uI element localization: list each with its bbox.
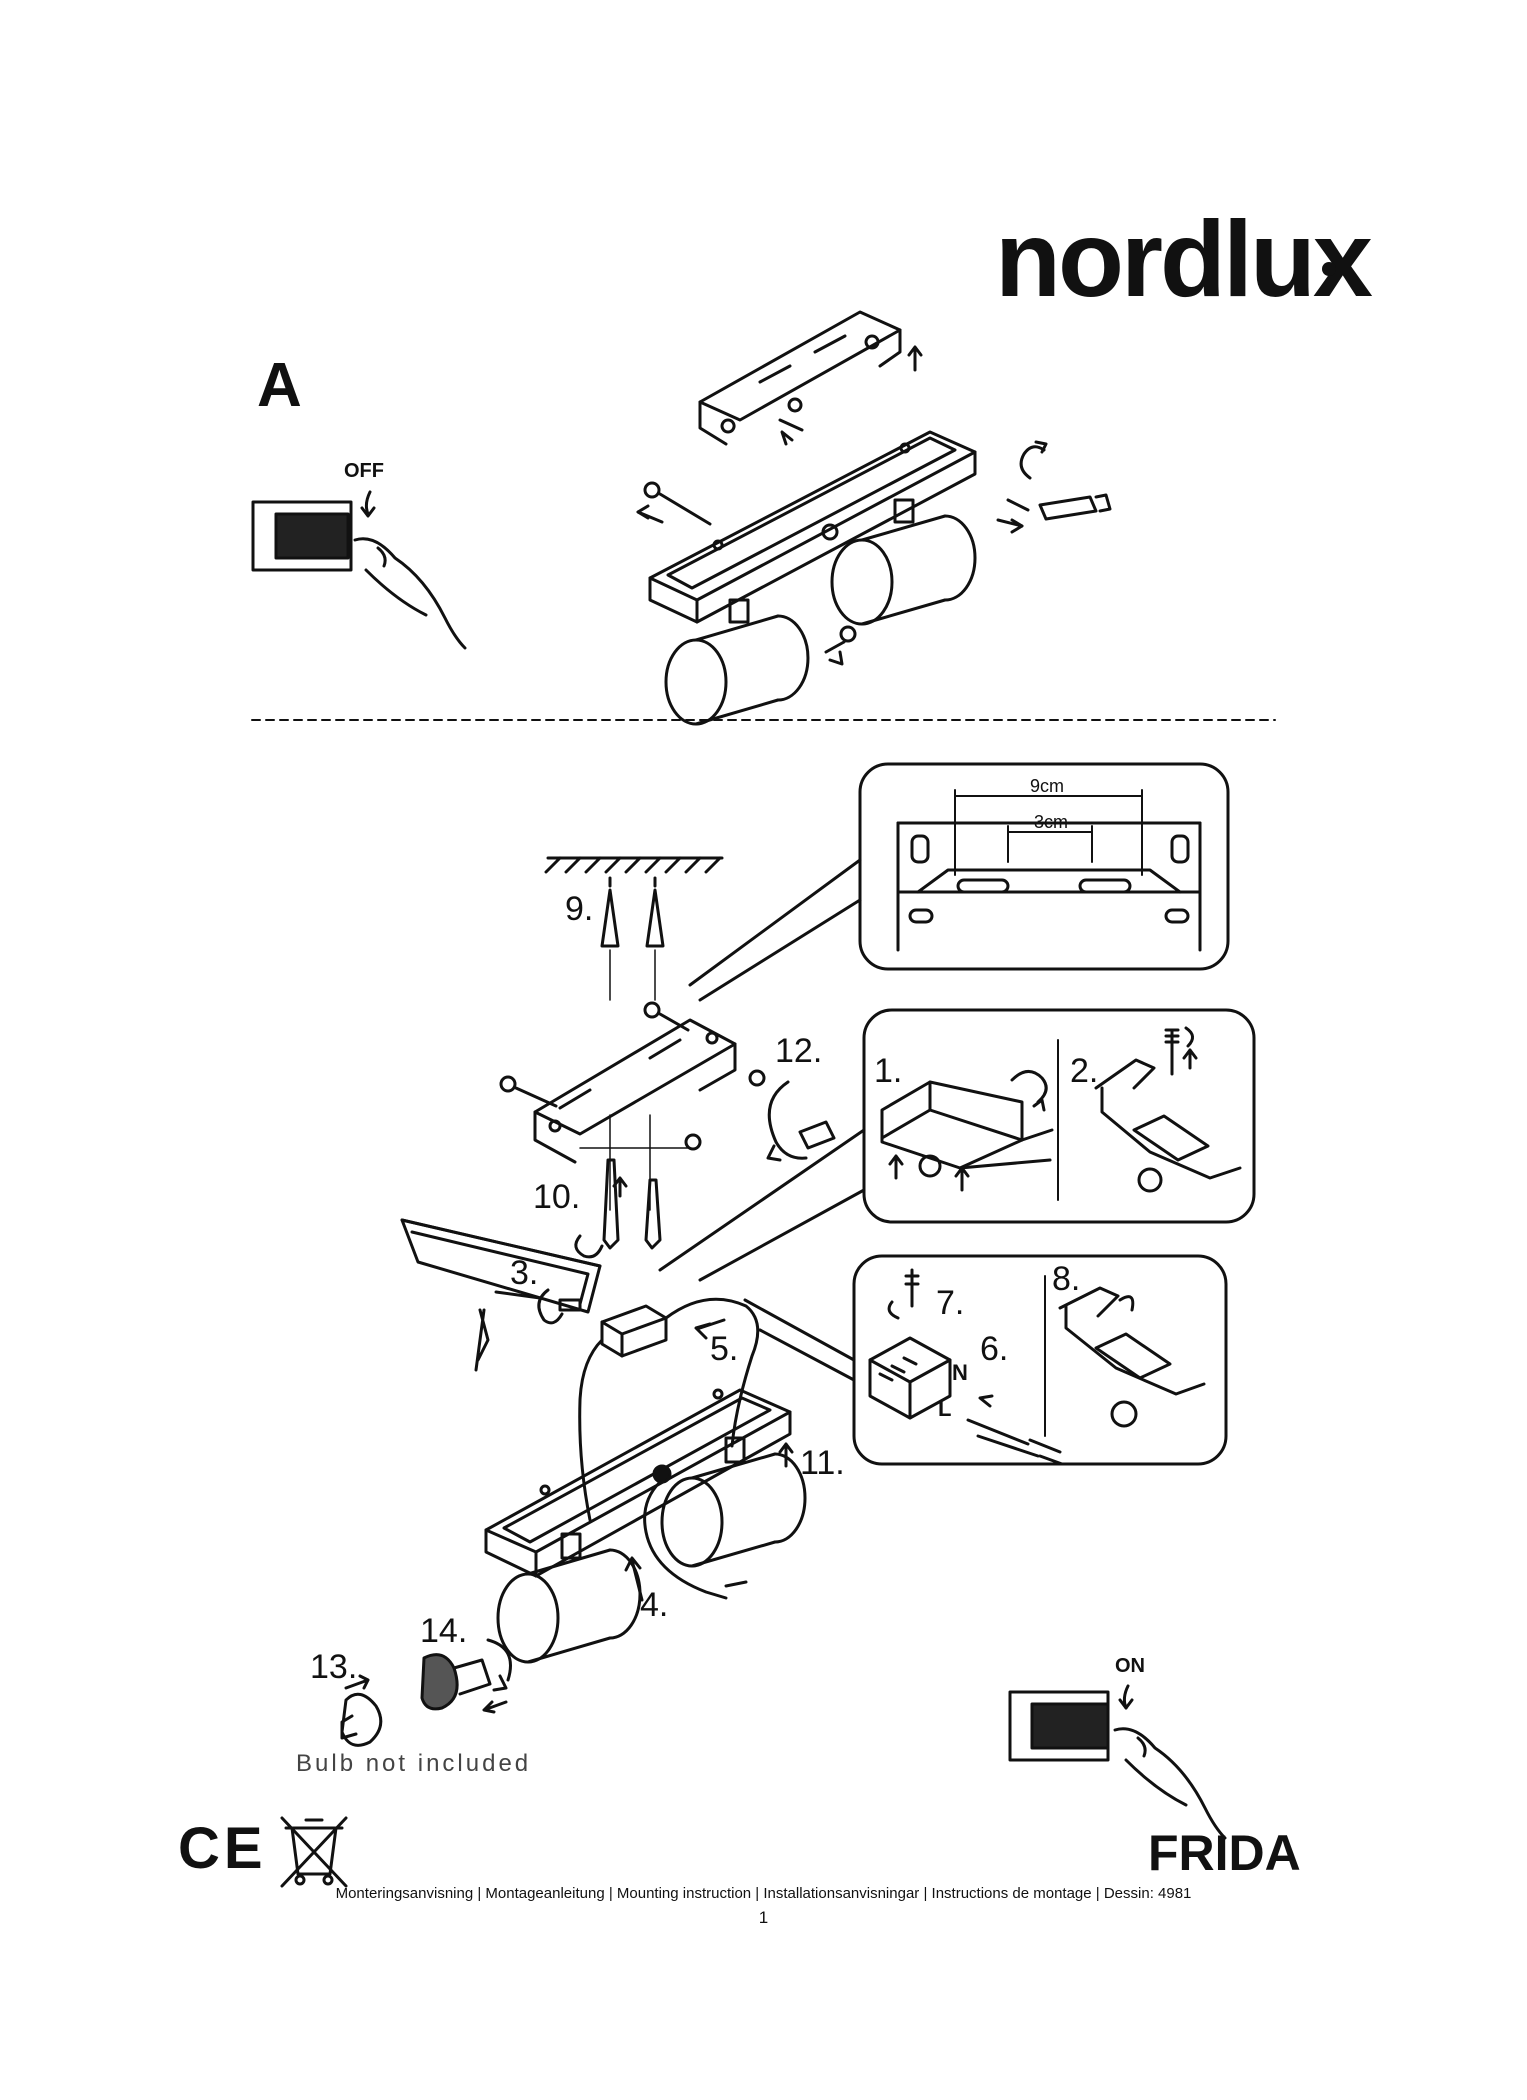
bulb-and-lens (340, 1638, 512, 1747)
connector-detail-6-8 (743, 1254, 1228, 1466)
mounting-bracket-a (698, 310, 923, 446)
spot-lights (496, 1436, 807, 1664)
product-name: FRIDA (1148, 1825, 1301, 1881)
fixture-body-a (636, 430, 1112, 624)
dimension-outer: 9cm (1030, 776, 1065, 796)
switch-off-illustration (251, 490, 467, 650)
ce-mark: CE (178, 1816, 267, 1881)
switch-on-label: ON (1115, 1655, 1145, 1677)
step-3: 3. (510, 1254, 539, 1292)
step-8: 8. (1052, 1260, 1081, 1298)
step-10: 10. (533, 1178, 581, 1216)
switch-off-label: OFF (344, 460, 384, 482)
mounting-bracket (499, 1001, 836, 1259)
spot-lights-a (664, 498, 977, 726)
brand-logo: nordlux (995, 198, 1373, 319)
connector-block (578, 1297, 760, 1522)
neutral-label: N (952, 1360, 968, 1385)
instructions-line: Monteringsanvisning | Montageanleitung |… (335, 1885, 1192, 1902)
step-2: 2. (1070, 1052, 1099, 1090)
step-7: 7. (936, 1284, 965, 1322)
switch-on-illustration (1008, 1684, 1227, 1840)
step-6: 6. (980, 1330, 1009, 1368)
ceiling-plugs (544, 856, 724, 1001)
step-11: 11. (800, 1444, 845, 1482)
step-4: 4. (640, 1586, 669, 1624)
step-13: 13. (310, 1648, 358, 1686)
bracket-dimension-detail (688, 762, 1230, 1002)
step-9: 9. (565, 890, 594, 928)
step-12: 12. (775, 1032, 823, 1070)
step-14: 14. (420, 1612, 468, 1650)
cover-plate (400, 1218, 602, 1372)
step-1: 1. (874, 1052, 903, 1090)
section-label: A (257, 351, 302, 420)
dimension-inner: 3cm (1034, 812, 1069, 832)
connector-detail-1-2 (658, 1008, 1256, 1282)
weee-bin-icon (280, 1816, 348, 1888)
bulb-note: Bulb not included (296, 1750, 532, 1777)
fixture-body (484, 1388, 794, 1602)
page-number: 1 (758, 1908, 769, 1927)
live-label: L (938, 1396, 952, 1421)
brand-logo-dot (1322, 262, 1336, 276)
step-5: 5. (710, 1330, 739, 1368)
